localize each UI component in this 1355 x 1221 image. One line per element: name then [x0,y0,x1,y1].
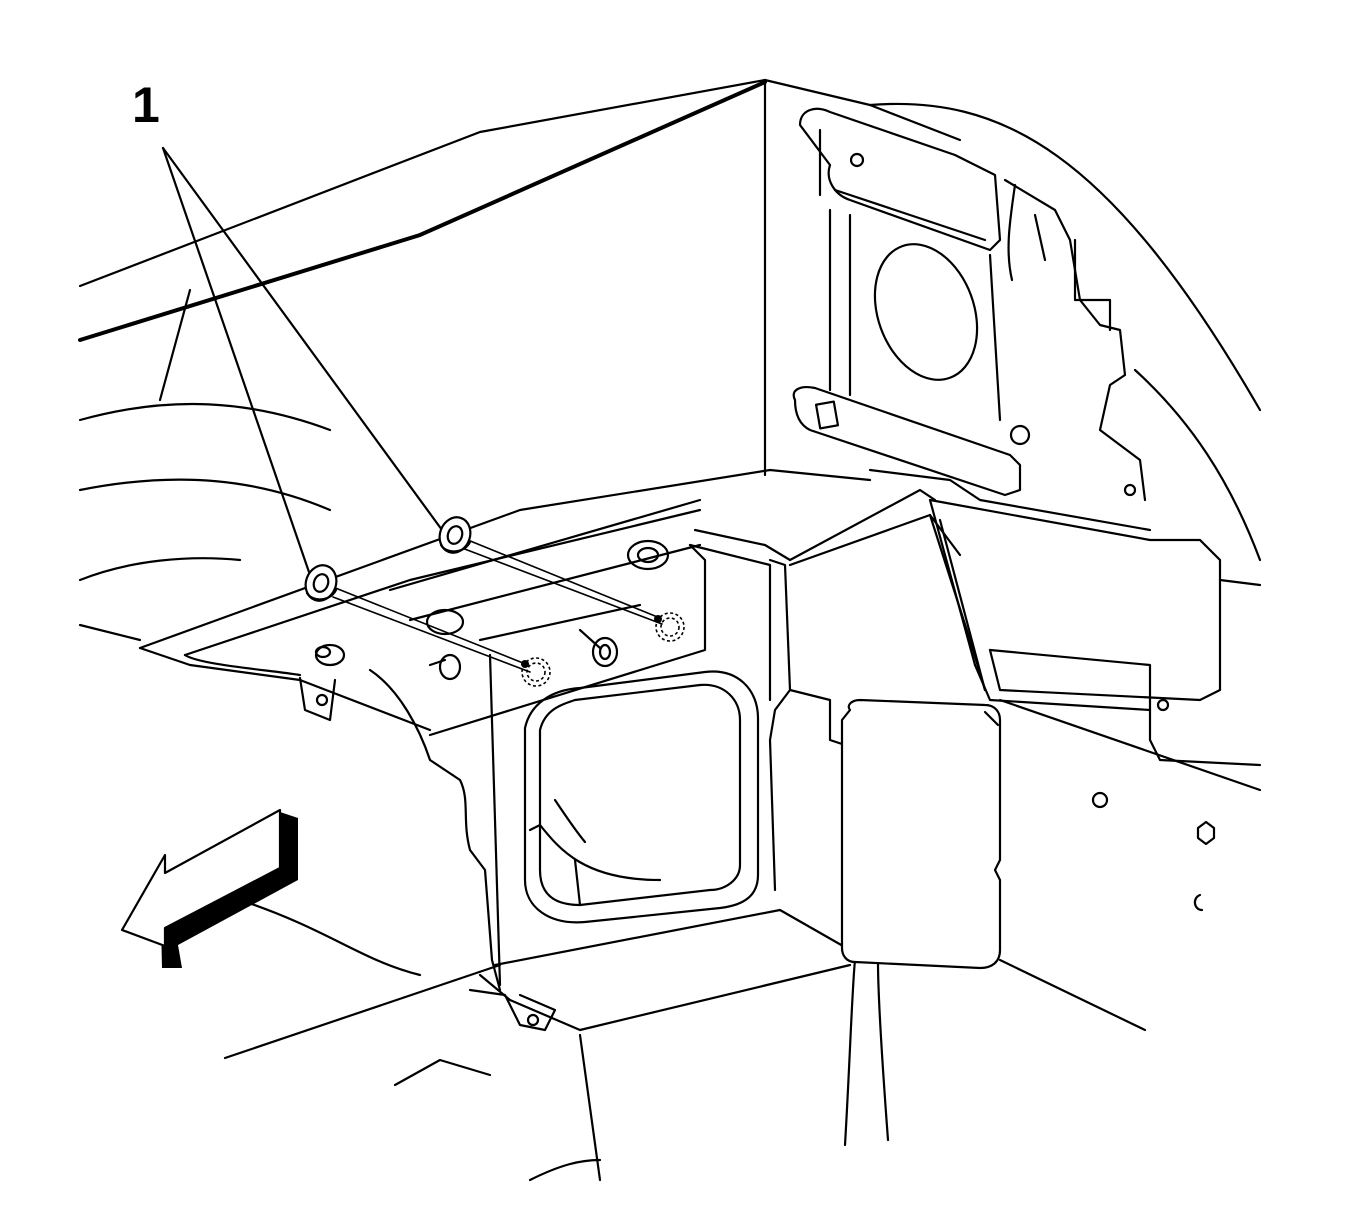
rear-floor-pan [223,698,1262,1182]
access-cover [840,698,1002,970]
callout-label-1: 1 [132,77,160,133]
quarter-inner-panel [792,107,1147,502]
nut [304,564,338,602]
callout-leaders [161,146,663,673]
rear-body-outline [78,78,1262,642]
rear-crossmember [868,468,1262,767]
front-arrow-icon [120,808,298,968]
rear-bracket-assembly [138,468,987,1032]
nut [438,516,472,554]
